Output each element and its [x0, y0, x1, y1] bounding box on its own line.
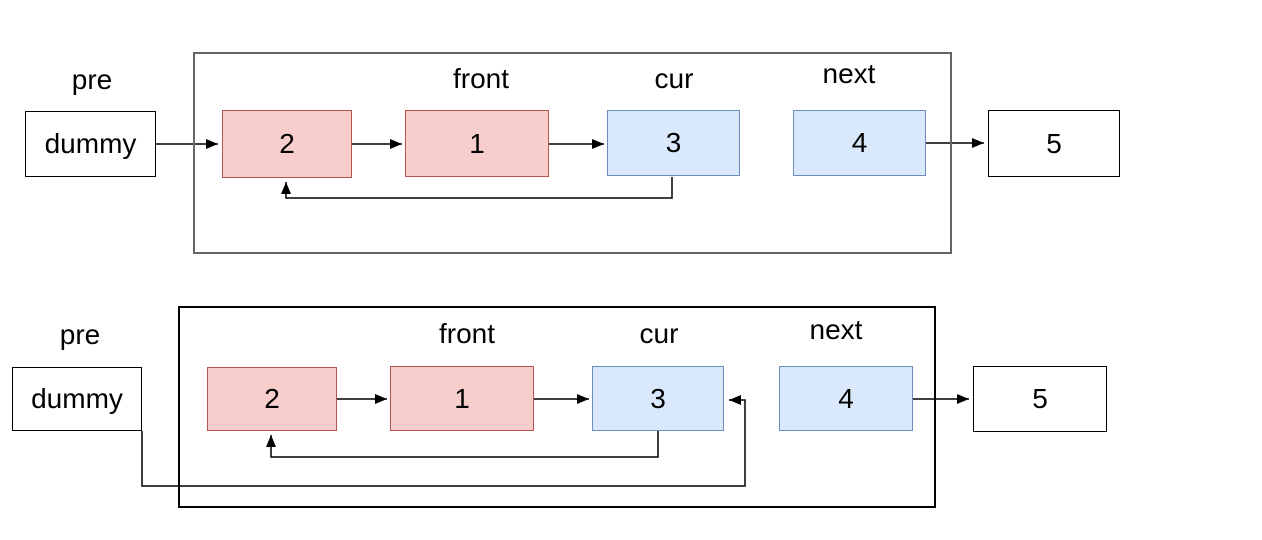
pointer-label-pre: pre: [59, 319, 101, 350]
node-dummy: dummy: [12, 367, 142, 431]
pointer-label-pre: pre: [71, 64, 113, 95]
pointer-label-front: front: [438, 318, 496, 349]
node-2: 2: [222, 110, 352, 178]
sublist-frame-top: [193, 52, 952, 254]
node-3: 3: [592, 366, 724, 431]
node-dummy: dummy: [25, 111, 156, 177]
pointer-label-front: front: [452, 63, 510, 94]
node-2: 2: [207, 367, 337, 431]
pointer-label-next: next: [809, 314, 863, 345]
node-1: 1: [405, 110, 549, 177]
node-5: 5: [973, 366, 1107, 432]
node-4: 4: [793, 110, 926, 176]
pointer-label-next: next: [822, 58, 876, 89]
node-4: 4: [779, 366, 913, 431]
pointer-label-cur: cur: [639, 318, 679, 349]
node-1: 1: [390, 366, 534, 431]
pointer-label-cur: cur: [654, 63, 694, 94]
sublist-frame-bottom: [178, 306, 936, 508]
node-3: 3: [607, 110, 740, 176]
node-5: 5: [988, 110, 1120, 177]
